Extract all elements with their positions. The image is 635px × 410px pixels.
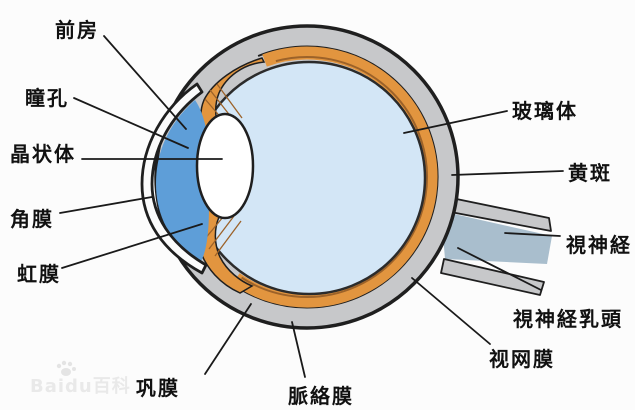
choroid-shape	[232, 46, 438, 308]
leader-anterior-chamber	[103, 35, 187, 130]
leader-optic-disc	[457, 247, 542, 291]
leader-retina	[411, 277, 491, 345]
label-sclera: 巩膜	[136, 376, 180, 400]
leader-macula	[451, 170, 564, 176]
choroid-stripe	[241, 56, 428, 298]
baidu-baike-watermark: Baidu百科	[30, 360, 131, 397]
label-lens: 晶状体	[10, 142, 76, 166]
label-vitreous-body: 玻璃体	[512, 99, 578, 123]
leader-cornea	[59, 196, 153, 214]
label-pupil: 瞳孔	[25, 86, 69, 110]
leader-sclera	[204, 303, 252, 375]
leader-choroid	[291, 321, 306, 378]
label-anterior-chamber: 前房	[55, 18, 99, 42]
label-optic-nerve: 視神経	[565, 233, 632, 257]
label-cornea: 角膜	[10, 207, 54, 231]
baidu-paw-icon	[56, 360, 76, 376]
eyeball-shape	[154, 24, 460, 330]
watermark-text: Baidu百科	[30, 375, 131, 397]
leader-vitreous-body	[403, 110, 508, 134]
leader-pupil	[73, 97, 189, 149]
leader-optic-nerve	[504, 232, 561, 237]
leader-lines	[59, 35, 564, 378]
labels: 前房 瞳孔 晶状体 角膜 虹膜 巩膜 脈絡膜 视网膜 視神経乳頭 視神経 黄斑 …	[10, 18, 632, 408]
label-optic-disc: 視神経乳頭	[512, 307, 623, 331]
leader-iris	[61, 223, 203, 269]
label-iris: 虹膜	[17, 262, 61, 286]
optic-nerve-fibers	[441, 211, 552, 264]
cornea-shape	[140, 82, 208, 275]
label-choroid: 脈絡膜	[288, 384, 354, 408]
optic-nerve-sheath-bottom	[440, 258, 545, 296]
label-macula: 黄斑	[568, 161, 612, 185]
label-retina: 视网膜	[489, 347, 555, 371]
optic-nerve-shape	[436, 194, 552, 296]
lens-shape	[195, 112, 255, 220]
